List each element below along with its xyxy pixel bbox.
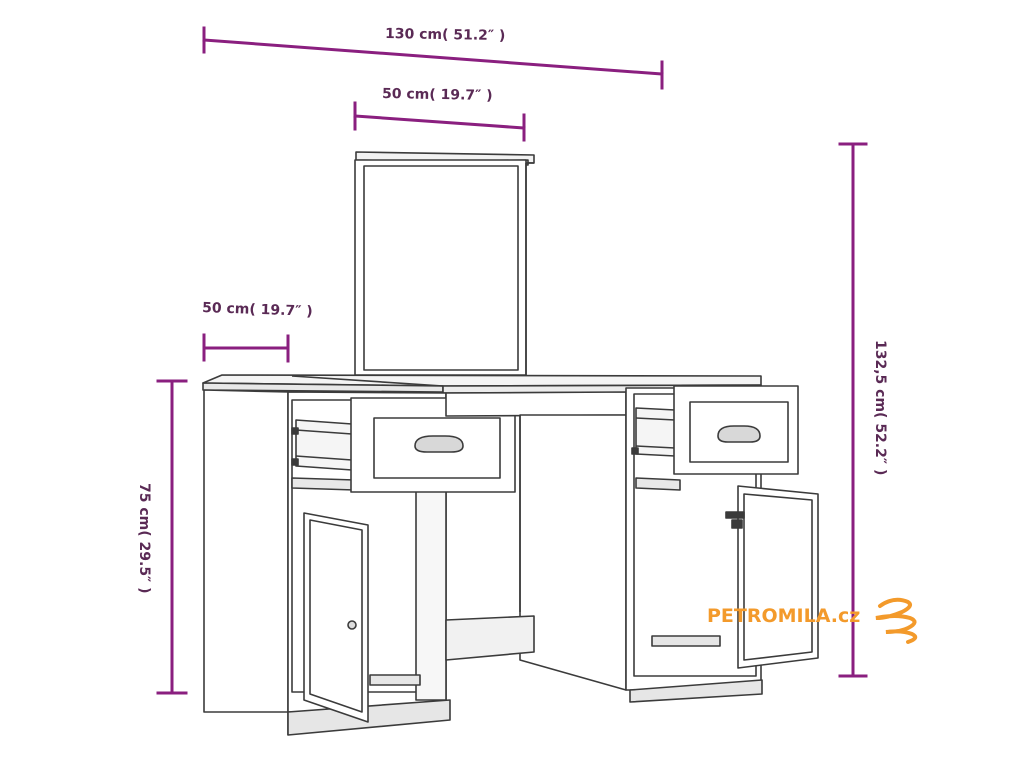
mirror-width-label: 50 cm( 19.7″ )	[382, 86, 493, 104]
total-width-label: 130 cm( 51.2″ )	[385, 26, 506, 44]
mirror-width-line	[353, 114, 526, 130]
table-height-label: 75 cm( 29.5″ )	[136, 483, 152, 594]
total-height-label: 132,5 cm( 52.2″ )	[872, 340, 888, 475]
dressing-table	[202, 151, 819, 736]
swirl-logo-icon	[875, 597, 918, 644]
brand-watermark: PETROMILA.cz	[707, 597, 918, 644]
tabletop	[202, 374, 762, 394]
left-door	[303, 512, 369, 723]
total-width-line	[202, 38, 664, 76]
side-depth-label: 50 cm( 19.7″ )	[202, 300, 313, 320]
right-drawer	[673, 385, 799, 475]
right-door	[725, 485, 819, 669]
brand-name: PETROMILA.cz	[707, 605, 860, 627]
dimension-lines	[156, 26, 868, 695]
mirror	[354, 151, 535, 376]
left-drawer	[350, 397, 516, 493]
